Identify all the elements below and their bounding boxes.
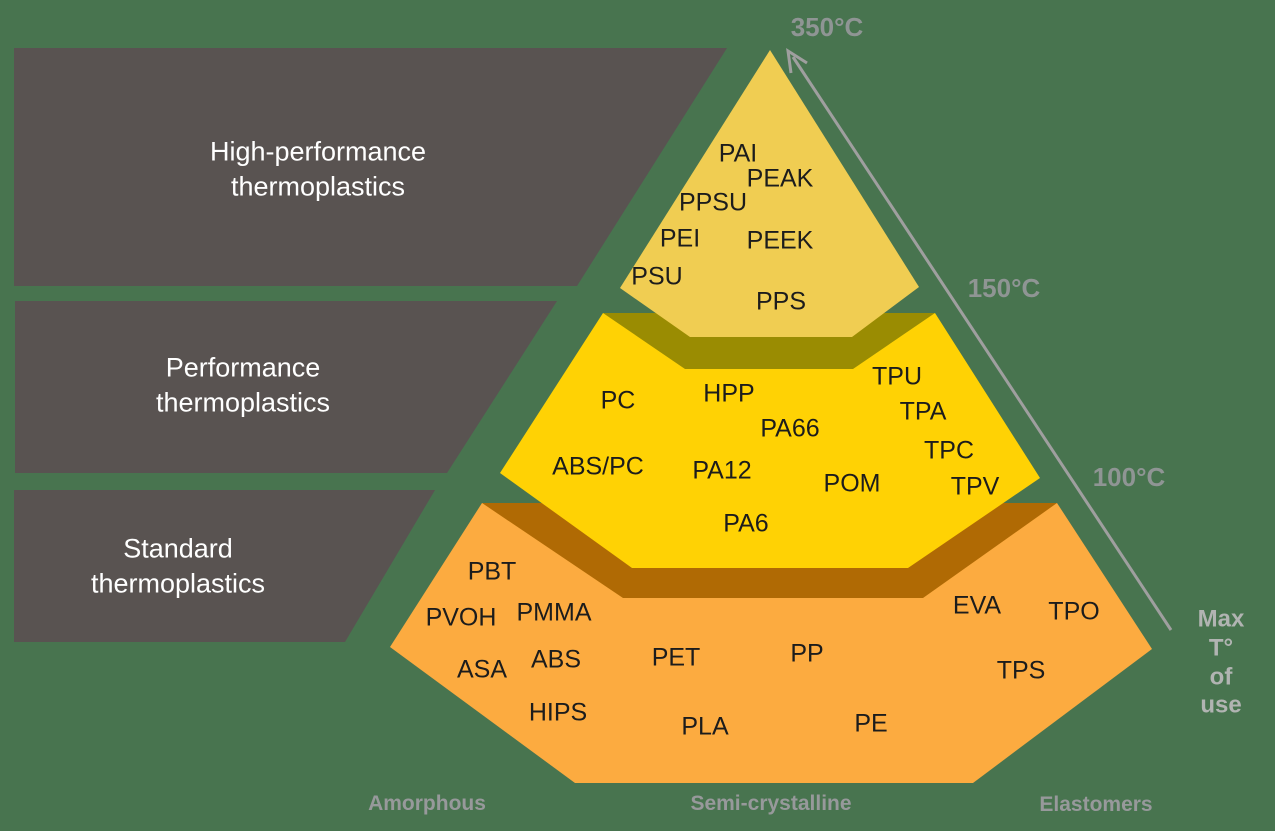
material-label: PP bbox=[790, 639, 824, 668]
tier-high-shape bbox=[620, 50, 919, 337]
box-performance bbox=[15, 301, 557, 473]
material-label: TPO bbox=[1048, 597, 1100, 626]
category-amorphous: Amorphous bbox=[368, 791, 486, 815]
material-label: PC bbox=[600, 386, 636, 415]
material-label: TPS bbox=[996, 656, 1046, 685]
axis-arrowhead-icon bbox=[786, 48, 808, 74]
material-label: ASA bbox=[456, 655, 508, 684]
temp-label-150: 150°C bbox=[967, 272, 1041, 303]
temp-label-350: 350°C bbox=[790, 11, 864, 42]
axis-caption: Max T° of use bbox=[1197, 605, 1245, 719]
material-label: EVA bbox=[952, 591, 1002, 620]
material-label: PLA bbox=[681, 712, 729, 741]
legend-standard-label: Standard thermoplastics bbox=[90, 533, 266, 598]
material-label: PET bbox=[651, 643, 701, 672]
material-label: PEI bbox=[659, 224, 701, 253]
axis-arrow-line bbox=[791, 56, 1173, 631]
material-label: PMMA bbox=[516, 598, 592, 627]
material-label: PAI bbox=[718, 139, 758, 168]
material-label: PEAK bbox=[746, 164, 814, 193]
material-label: TPU bbox=[872, 362, 922, 391]
material-label: TPV bbox=[950, 472, 1000, 501]
temp-label-100: 100°C bbox=[1092, 461, 1166, 492]
material-label: PEEK bbox=[746, 226, 814, 255]
material-label: PA66 bbox=[760, 414, 820, 443]
material-label: PA12 bbox=[692, 456, 752, 485]
material-label: PSU bbox=[631, 262, 683, 291]
legend-performance-label: Performance thermoplastics bbox=[155, 352, 331, 417]
tier-performance-shape bbox=[500, 313, 1040, 568]
box-standard bbox=[14, 490, 435, 642]
material-label: TPC bbox=[924, 436, 974, 465]
box-high-performance bbox=[14, 48, 727, 286]
material-label: PVOH bbox=[425, 603, 497, 632]
material-label: HPP bbox=[703, 379, 755, 408]
material-label: PPS bbox=[755, 287, 807, 316]
material-label: PPSU bbox=[678, 188, 748, 217]
tier-standard-shape bbox=[390, 503, 1152, 783]
material-label: ABS/PC bbox=[552, 452, 644, 481]
material-label: HIPS bbox=[528, 698, 588, 727]
material-label: ABS bbox=[530, 645, 582, 674]
material-label: TPA bbox=[899, 397, 947, 426]
material-label: POM bbox=[823, 469, 881, 498]
material-label: PA6 bbox=[723, 509, 769, 538]
category-elastomers: Elastomers bbox=[1039, 792, 1153, 816]
material-label: PBT bbox=[467, 557, 517, 586]
legend-high-performance-label: High-performance thermoplastics bbox=[209, 136, 427, 201]
category-semi-crystalline: Semi-crystalline bbox=[690, 791, 852, 815]
material-label: PE bbox=[854, 709, 888, 738]
